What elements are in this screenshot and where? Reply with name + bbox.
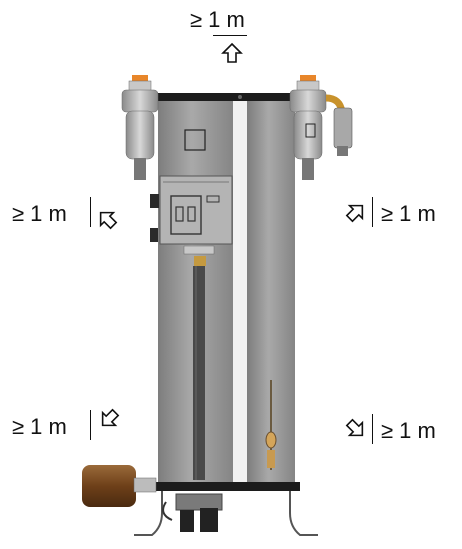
divider-lower-left — [90, 410, 91, 440]
divider-upper-right — [372, 197, 373, 227]
clearance-top-label: ≥ 1 m — [190, 7, 245, 32]
arrow-up-left-icon — [96, 208, 118, 230]
divider-lower-right — [372, 414, 373, 444]
left-filter — [121, 75, 159, 180]
clearance-upper-left-label: ≥ 1 m — [12, 201, 67, 226]
arrow-down-right-icon — [345, 418, 367, 440]
clearance-lower-left-label: ≥ 1 m — [12, 414, 67, 439]
clearance-upper-right-label: ≥ 1 m — [381, 201, 436, 226]
valve-block — [162, 493, 223, 532]
clearance-lower-right-label: ≥ 1 m — [381, 418, 436, 443]
silencer — [82, 465, 157, 507]
arrow-down-left-icon — [345, 201, 367, 223]
right-tower — [247, 98, 295, 484]
central-tube — [193, 266, 205, 480]
top-frame — [150, 93, 300, 101]
top-divider — [213, 35, 247, 36]
bottom-frame — [150, 482, 300, 491]
arrow-up-right-icon — [98, 408, 120, 430]
left-tower-window — [184, 129, 206, 151]
divider-upper-left — [90, 197, 91, 227]
control-box — [150, 175, 233, 245]
arrow-up-icon — [221, 42, 243, 64]
right-filter — [289, 75, 353, 180]
base-legs — [134, 491, 318, 536]
